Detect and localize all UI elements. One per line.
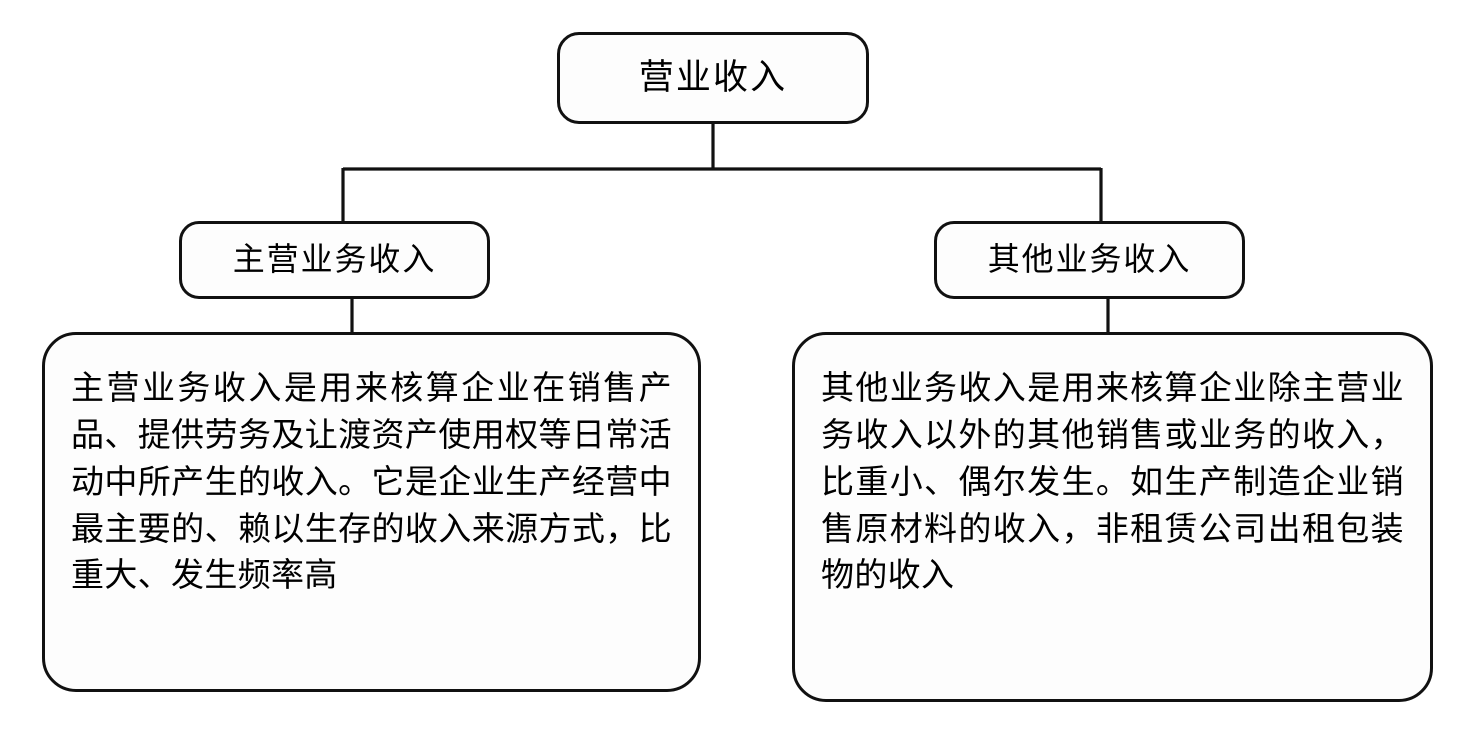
description-text-main-business-revenue: 主营业务收入是用来核算企业在销售产品、提供劳务及让渡资产使用权等日常活动中所产生… (71, 368, 672, 595)
description-box-main-business-revenue: 主营业务收入是用来核算企业在销售产品、提供劳务及让渡资产使用权等日常活动中所产生… (42, 332, 701, 692)
node-other-business-revenue[interactable]: 其他业务收入 (934, 221, 1245, 299)
description-text-other-business-revenue: 其他业务收入是用来核算企业除主营业务收入以外的其他销售或业务的收入，比重小、偶尔… (821, 368, 1404, 595)
description-box-other-business-revenue: 其他业务收入是用来核算企业除主营业务收入以外的其他销售或业务的收入，比重小、偶尔… (792, 332, 1433, 702)
node-operating-revenue[interactable]: 营业收入 (557, 32, 869, 124)
node-main-business-revenue[interactable]: 主营业务收入 (179, 221, 490, 299)
node-operating-revenue-label: 营业收入 (638, 57, 788, 98)
node-main-business-revenue-label: 主营业务收入 (232, 240, 437, 279)
node-other-business-revenue-label: 其他业务收入 (987, 240, 1192, 279)
